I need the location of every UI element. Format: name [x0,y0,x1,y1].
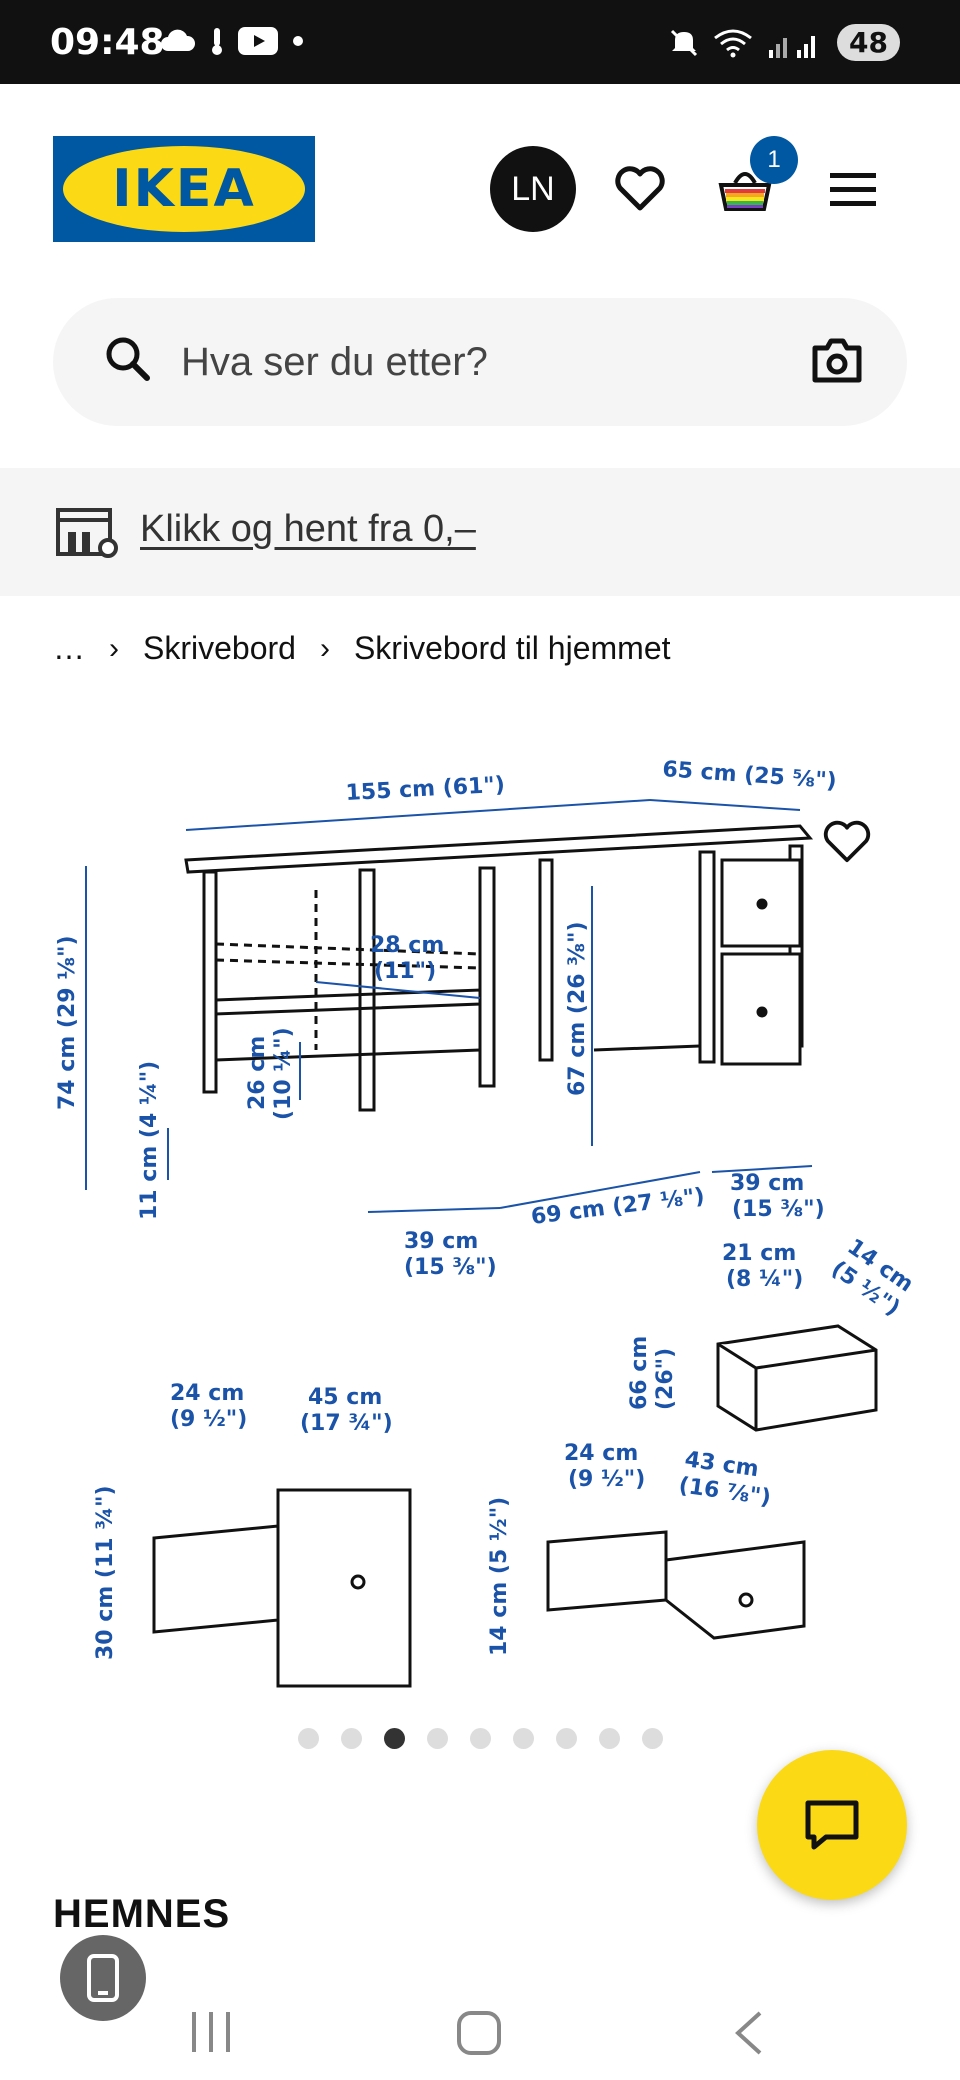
status-icons-left [160,26,304,56]
mid-drawer-drawing [546,1530,806,1640]
product-name: HEMNES [53,1892,231,1936]
label-left-width-b: (15 ⅜") [404,1255,497,1280]
mute-icon [670,29,698,56]
hamburger-menu-icon [830,173,876,206]
dimension-lines [85,799,813,1213]
big-drawer-labels: 24 cm (9 ½") 45 cm (17 ¾") 30 cm (11 ¾") [93,1381,393,1660]
label-mid-drawer-d-b: (16 ⅞") [677,1473,772,1511]
mid-drawer-labels: 24 cm (9 ½") 43 cm (16 ⅞") 14 cm (5 ½") [487,1441,772,1656]
label-small-drawer-w-b: (8 ¼") [726,1267,803,1292]
desk-drawing [184,824,814,1112]
label-big-drawer-w-a: 24 cm [170,1381,244,1406]
label-desk-width: 155 cm (61") [345,773,505,806]
label-mid-drawer-w-b: (9 ½") [568,1467,645,1492]
carousel-dot[interactable] [298,1728,319,1749]
label-big-drawer-h: 30 cm (11 ¾") [93,1485,118,1660]
label-right-width-b: (15 ⅜") [732,1197,825,1222]
thermometer-icon [212,28,222,55]
breadcrumb-ellipsis[interactable]: … [53,630,85,666]
favorites-button[interactable] [605,154,675,224]
search-icon [106,337,150,381]
label-middle-width: 69 cm (27 ⅛") [530,1184,706,1230]
cart-count-badge: 1 [750,136,798,184]
dot-icon [293,36,303,46]
carousel-dot[interactable] [470,1728,491,1749]
small-drawer-drawing [716,1324,878,1432]
carousel-dot[interactable] [513,1728,534,1749]
chevron-right-icon: › [109,631,119,665]
status-bar: 09:48 48 [0,0,960,84]
label-floor-gap: 11 cm (4 ¼") [137,1061,162,1220]
breadcrumb-desks[interactable]: Skrivebord [143,630,296,666]
label-knee-height: 67 cm (26 ⅜") [565,921,590,1096]
system-nav-bar [0,1990,960,2080]
product-image-gallery[interactable]: 155 cm (61") 65 cm (25 ⅝") 74 cm (29 ⅛")… [0,720,960,1710]
phone-button[interactable] [60,1935,146,2021]
battery-indicator: 48 [837,24,900,61]
menu-button[interactable] [818,154,888,224]
youtube-icon [238,27,278,55]
carousel-dots [298,1728,663,1749]
cart-button[interactable] [710,154,780,224]
dimension-diagram: 155 cm (61") 65 cm (25 ⅝") 74 cm (29 ⅛")… [55,757,918,1688]
search-bar [53,298,907,426]
back-icon[interactable] [732,2010,764,2056]
breadcrumb-home-desks[interactable]: Skrivebord til hjemmet [353,630,671,666]
label-shelf-gap-a: 26 cm [245,1036,270,1110]
heart-icon [615,166,665,211]
carousel-dot[interactable] [427,1728,448,1749]
carousel-dot[interactable] [556,1728,577,1749]
camera-icon[interactable] [811,336,863,384]
label-desk-height: 74 cm (29 ⅛") [55,935,80,1110]
label-big-drawer-d-a: 45 cm [308,1385,382,1410]
label-shelf-depth-a: 28 cm [370,933,444,958]
favorite-heart-icon[interactable] [822,820,872,864]
label-shelf-depth-b: (11") [374,959,436,984]
label-small-drawer-h-b: (26") [653,1348,678,1410]
label-desk-depth: 65 cm (25 ⅝") [662,757,838,794]
home-icon[interactable] [456,2010,502,2056]
chevron-right-icon: › [319,631,330,665]
label-big-drawer-w-b: (9 ½") [170,1407,247,1432]
recent-apps-icon[interactable] [188,2010,234,2054]
label-shelf-gap-b: (10 ¼") [271,1027,296,1120]
account-avatar[interactable]: LN [490,146,576,232]
label-small-drawer-w-a: 21 cm [722,1241,796,1266]
carousel-dot[interactable] [384,1728,405,1749]
carousel-dot[interactable] [341,1728,362,1749]
status-time: 09:48 [50,22,165,63]
logo-text: IKEA [112,159,256,219]
wifi-icon [714,29,752,57]
chat-bubble-icon [805,1800,859,1850]
label-mid-drawer-w-a: 24 cm [564,1441,638,1466]
carousel-dot[interactable] [599,1728,620,1749]
logo-oval: IKEA [63,146,305,232]
signal-icon [769,35,816,58]
big-drawer-drawing [152,1488,412,1688]
click-collect-link[interactable]: Klikk og hent fra 0,– [140,508,476,550]
label-mid-drawer-h: 14 cm (5 ½") [487,1497,512,1656]
label-left-width-a: 39 cm [404,1229,478,1254]
label-big-drawer-d-b: (17 ¾") [300,1411,393,1436]
label-small-drawer-h-a: 66 cm [627,1336,652,1410]
ikea-logo[interactable]: IKEA [53,136,315,242]
store-icon [56,508,118,558]
site-header: IKEA LN 1 [0,84,960,294]
basket-icon [718,172,772,211]
search-input[interactable] [181,336,741,388]
label-right-width-a: 39 cm [730,1171,804,1196]
click-collect-banner: Klikk og hent fra 0,– [0,468,960,596]
mobile-phone-icon [87,1954,119,2002]
cloud-icon [161,29,196,51]
carousel-dot[interactable] [642,1728,663,1749]
status-icons-right: 48 [669,24,900,61]
breadcrumb: … › Skrivebord › Skrivebord til hjemmet [53,630,671,667]
chat-button[interactable] [757,1750,907,1900]
